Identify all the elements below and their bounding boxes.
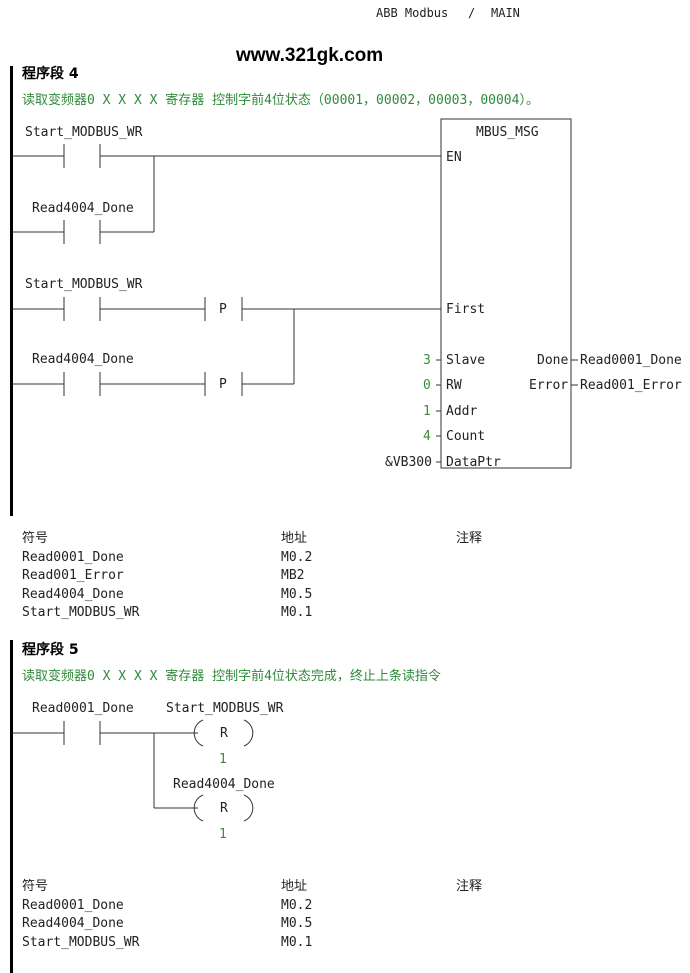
pin-value-dataptr: &VB300	[385, 455, 432, 470]
block-pin-count: Count	[446, 429, 486, 444]
pin-value-rw: 0	[423, 378, 431, 393]
mbus-msg-block	[440, 118, 572, 469]
symbol-header-comment: 注释	[456, 879, 483, 894]
pin-value-slave: 3	[423, 353, 431, 368]
block-pin-error: Error	[529, 378, 569, 393]
symbol-address: MB2	[281, 568, 305, 583]
coil-right-arc	[243, 719, 254, 747]
network5-comment: 读取变频器0 X X X X 寄存器 控制字前4位状态完成，终止上条读指令	[22, 669, 441, 684]
symbol-header-symbol: 符号	[22, 879, 49, 894]
symbol-name: Start_MODBUS_WR	[22, 935, 140, 950]
block-pin-done: Done	[537, 353, 569, 368]
block-pin-first: First	[446, 302, 486, 317]
symbol-address: M0.1	[281, 605, 313, 620]
coil-count: 1	[219, 827, 227, 842]
symbol-name: Read4004_Done	[22, 587, 124, 602]
coil-label: Start_MODBUS_WR	[166, 701, 284, 716]
pin-value-count: 4	[423, 429, 431, 444]
symbol-name: Read0001_Done	[22, 898, 124, 913]
contact-edge-label: P	[219, 302, 227, 317]
power-rail-network5-bottom	[10, 865, 13, 973]
block-pin-en: EN	[446, 150, 462, 165]
symbol-name: Start_MODBUS_WR	[22, 605, 140, 620]
symbol-header-comment: 注释	[456, 531, 483, 546]
coil-type: R	[220, 801, 228, 816]
contact-edge-label: P	[219, 377, 227, 392]
network4-title: 程序段 4	[22, 66, 79, 82]
network4-comment: 读取变频器0 X X X X 寄存器 控制字前4位状态（00001，00002，…	[22, 93, 539, 108]
symbol-address: M0.5	[281, 587, 313, 602]
header-block: MAIN	[491, 6, 520, 20]
symbol-name: Read4004_Done	[22, 916, 124, 931]
header-program: ABB Modbus	[376, 6, 449, 20]
power-rail-network4	[10, 66, 13, 516]
block-pin-rw: RW	[446, 378, 462, 393]
network4-ladder	[13, 118, 578, 469]
block-pin-addr: Addr	[446, 404, 478, 419]
output-value-done: Read0001_Done	[580, 353, 682, 368]
contact-label: Read4004_Done	[32, 201, 134, 216]
output-value-error: Read001_Error	[580, 378, 682, 393]
symbol-address: M0.2	[281, 898, 313, 913]
coil-count: 1	[219, 752, 227, 767]
contact-label: Start_MODBUS_WR	[25, 277, 143, 292]
block-pin-dataptr: DataPtr	[446, 455, 501, 470]
pin-value-addr: 1	[423, 404, 431, 419]
network5-title: 程序段 5	[22, 642, 79, 658]
symbol-header-symbol: 符号	[22, 531, 49, 546]
watermark: www.321gk.com	[236, 45, 384, 66]
symbol-header-address: 地址	[281, 879, 308, 894]
symbol-header-address: 地址	[281, 531, 308, 546]
block-pin-slave: Slave	[446, 353, 486, 368]
contact-label: Read0001_Done	[32, 701, 134, 716]
block-name: MBUS_MSG	[476, 125, 539, 140]
power-rail-network5	[10, 640, 13, 865]
contact-label: Start_MODBUS_WR	[25, 125, 143, 140]
coil-label: Read4004_Done	[173, 777, 275, 792]
symbol-address: M0.5	[281, 916, 313, 931]
contact-label: Read4004_Done	[32, 352, 134, 367]
header-separator: /	[468, 6, 476, 20]
symbol-name: Read001_Error	[22, 568, 124, 583]
symbol-name: Read0001_Done	[22, 550, 124, 565]
coil-left-arc	[193, 719, 204, 747]
symbol-address: M0.2	[281, 550, 313, 565]
coil-type: R	[220, 726, 228, 741]
symbol-address: M0.1	[281, 935, 313, 950]
